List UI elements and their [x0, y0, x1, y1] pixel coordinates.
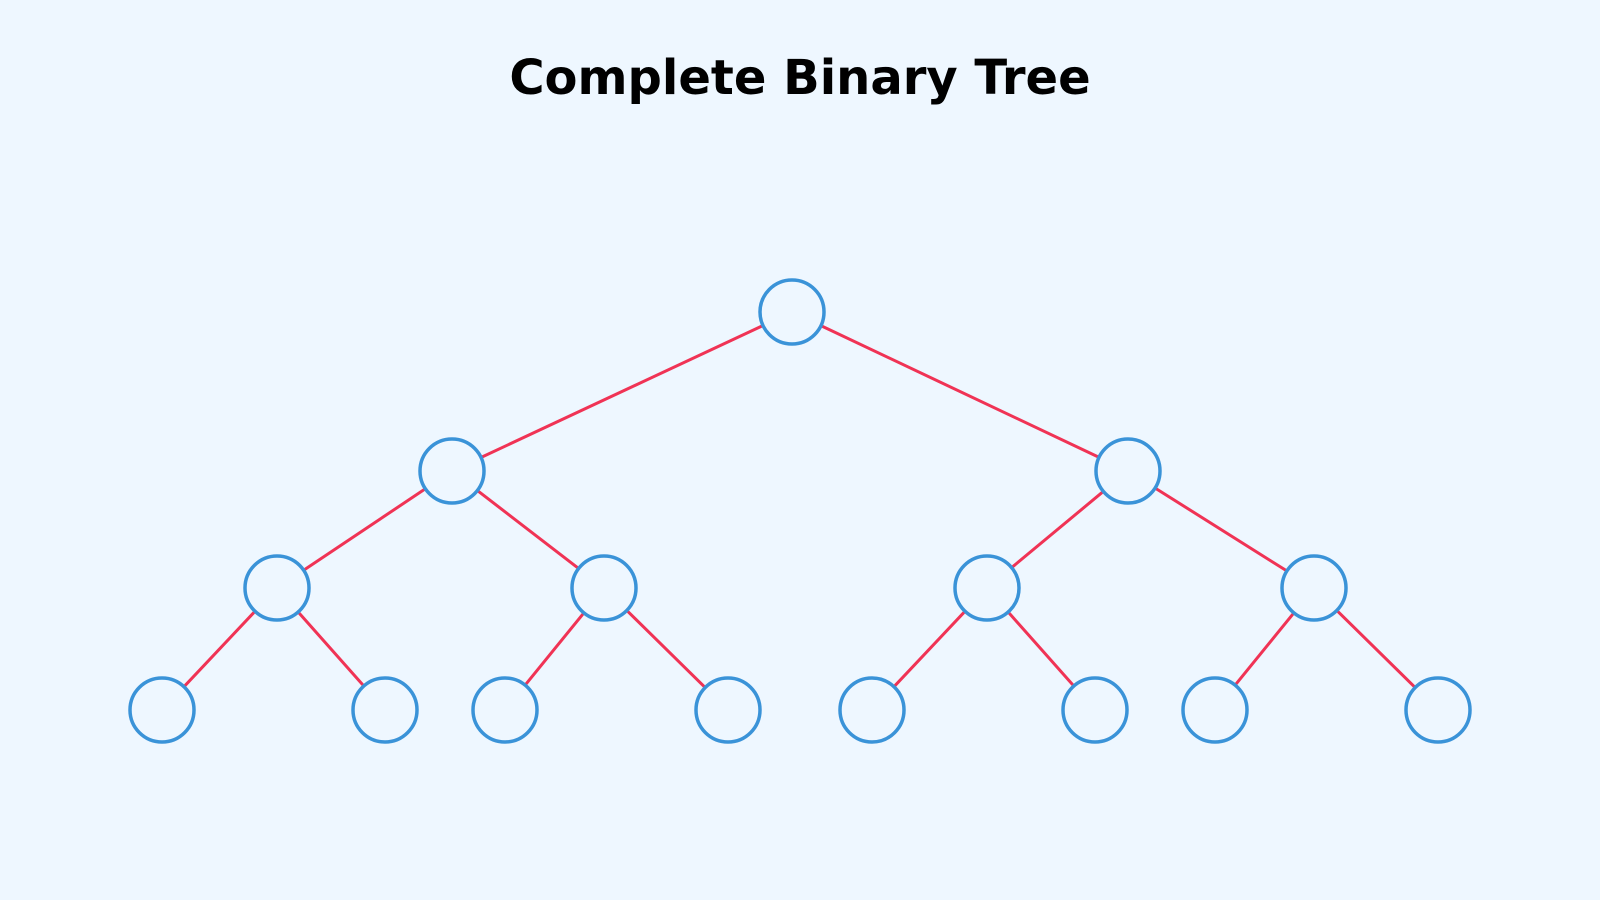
- edge-n2-n5: [477, 490, 579, 569]
- tree-node-n12: [838, 676, 906, 744]
- edge-n7-n15: [1336, 610, 1416, 688]
- edge-n5-n10: [524, 612, 585, 686]
- tree-node-n10: [471, 676, 539, 744]
- tree-node-n11: [694, 676, 762, 744]
- tree-node-n2: [418, 437, 486, 505]
- tree-node-n9: [351, 676, 419, 744]
- tree-node-n13: [1061, 676, 1129, 744]
- edge-n4-n9: [298, 612, 364, 686]
- edge-n3-n7: [1155, 487, 1287, 572]
- tree-node-n4: [243, 554, 311, 622]
- edge-n5-n11: [626, 610, 706, 688]
- edge-n4-n8: [183, 611, 256, 687]
- tree-node-n15: [1404, 676, 1472, 744]
- edge-n2-n4: [303, 488, 426, 571]
- tree-node-n3: [1094, 437, 1162, 505]
- edges-layer: [183, 324, 1416, 688]
- edge-n1-n2: [481, 324, 763, 459]
- edge-n6-n13: [1008, 612, 1074, 686]
- edge-n3-n6: [1011, 491, 1104, 568]
- diagram-title: Complete Binary Tree: [509, 50, 1091, 106]
- edge-n7-n14: [1234, 612, 1295, 686]
- tree-node-n8: [128, 676, 196, 744]
- tree-node-n5: [570, 554, 638, 622]
- nodes-layer: [128, 278, 1472, 744]
- tree-node-n14: [1181, 676, 1249, 744]
- tree-node-n1: [758, 278, 826, 346]
- edge-n6-n12: [893, 611, 966, 687]
- edge-n1-n3: [821, 325, 1099, 458]
- tree-node-n6: [953, 554, 1021, 622]
- tree-node-n7: [1280, 554, 1348, 622]
